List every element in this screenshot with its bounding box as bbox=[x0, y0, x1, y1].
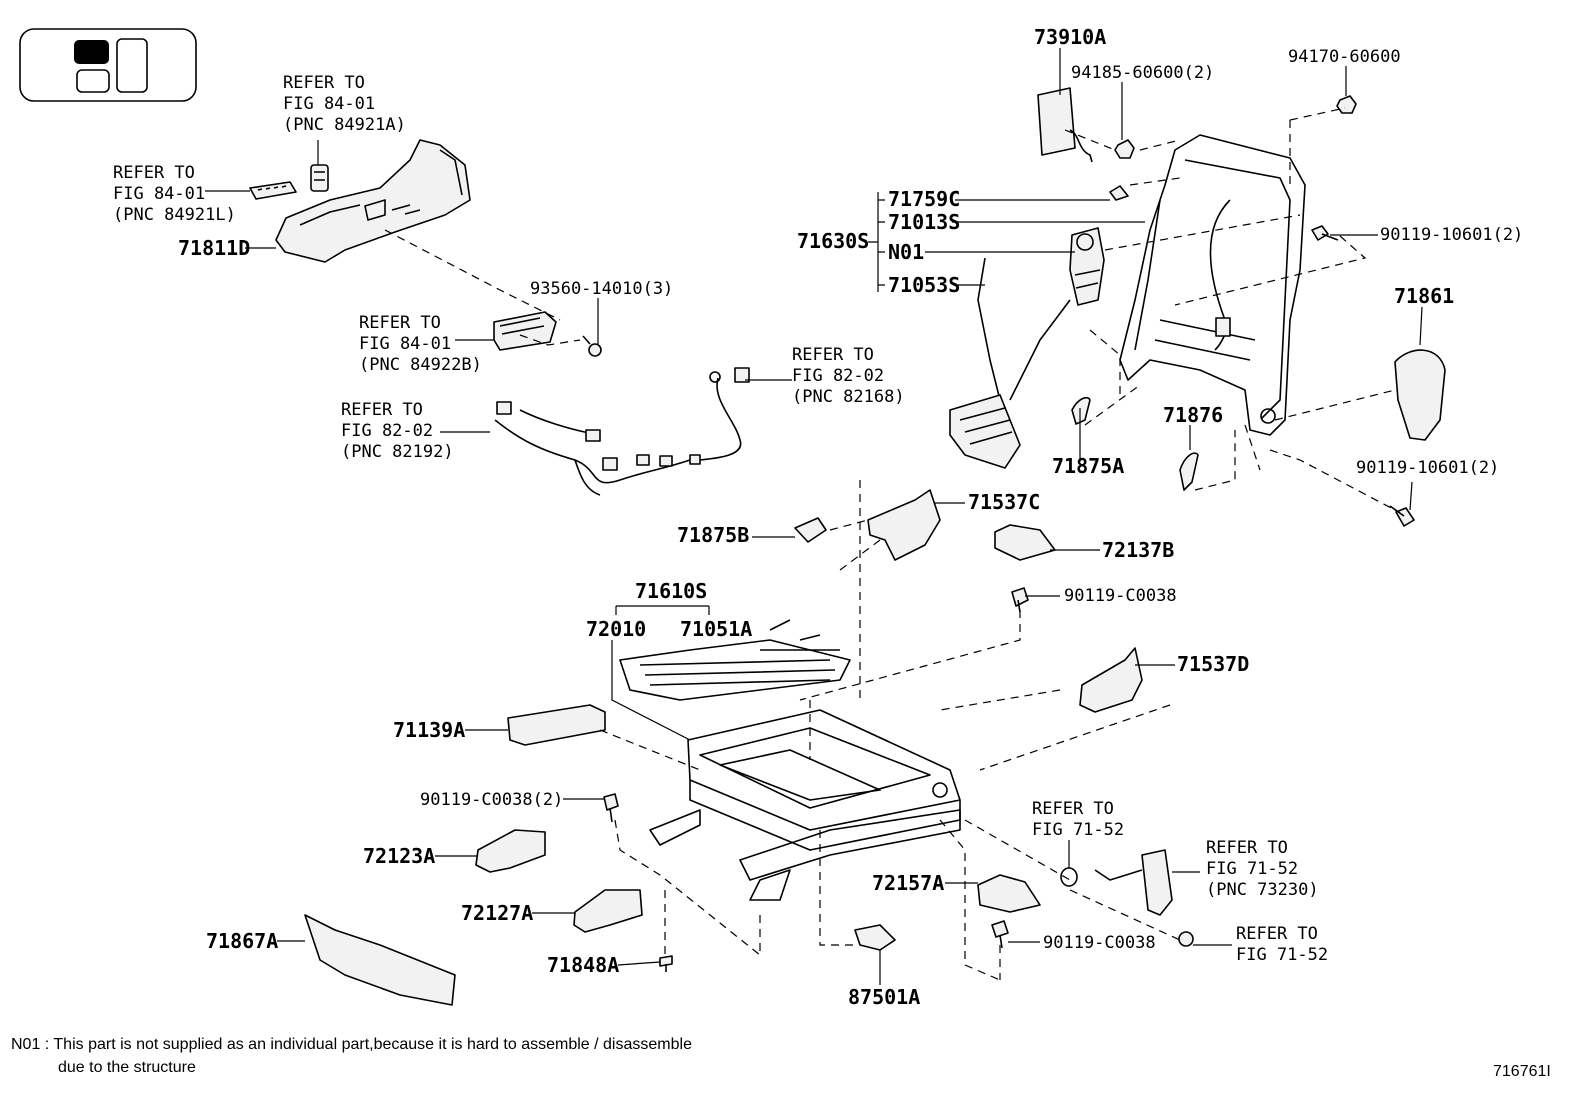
side-shield-71811D bbox=[275, 139, 471, 263]
label-90119-C0038-r: 90119-C0038 bbox=[1064, 586, 1177, 606]
label-87501A: 87501A bbox=[848, 985, 920, 1009]
refer-73230: REFER TO FIG 71-52 (PNC 73230) bbox=[1206, 838, 1319, 900]
label-71875A: 71875A bbox=[1052, 454, 1124, 478]
figure-number: 716761I bbox=[1493, 1063, 1551, 1080]
label-90119-C0038-2: 90119-C0038(2) bbox=[420, 790, 563, 810]
cover-71537D bbox=[1079, 647, 1143, 713]
label-71848A: 71848A bbox=[547, 953, 619, 977]
label-72137B: 72137B bbox=[1102, 538, 1174, 562]
seat-position-icon bbox=[19, 28, 197, 102]
refer-82168: REFER TO FIG 82-02 (PNC 82168) bbox=[792, 345, 905, 407]
cover-71876 bbox=[1179, 452, 1199, 491]
leader-lines bbox=[205, 48, 1423, 985]
washer-71-52 bbox=[1060, 867, 1078, 887]
refer-71-52-nut: REFER TO FIG 71-52 bbox=[1236, 924, 1328, 965]
wire-harness-82168 bbox=[689, 367, 750, 465]
bolt-90119-C0038-2 bbox=[603, 793, 619, 823]
cover-71867A bbox=[304, 914, 456, 1006]
refer-blocks: REFER TO FIG 84-01 (PNC 84921A) REFER TO… bbox=[113, 73, 1328, 965]
nut-94185 bbox=[1114, 139, 1135, 159]
cover-71139A bbox=[507, 704, 606, 746]
bolt-90119-C0038-b bbox=[991, 920, 1009, 949]
cover-71861 bbox=[1394, 349, 1446, 441]
refer-82192: REFER TO FIG 82-02 (PNC 82192) bbox=[341, 400, 454, 462]
label-71867A: 71867A bbox=[206, 929, 278, 953]
refer-71-52-washer: REFER TO FIG 71-52 bbox=[1032, 799, 1124, 840]
switch-84922B bbox=[493, 311, 557, 351]
switch-84921A bbox=[310, 164, 329, 192]
label-90119-10601-bot: 90119-10601(2) bbox=[1356, 458, 1499, 478]
refer-84922B: REFER TO FIG 84-01 (PNC 84922B) bbox=[359, 313, 482, 375]
label-72123A: 72123A bbox=[363, 844, 435, 868]
clip-71759C bbox=[1109, 185, 1129, 201]
part-labels: 73910A 94185-60600(2) 94170-60600 71759C… bbox=[178, 25, 1523, 1009]
seat-track-frame bbox=[649, 709, 961, 901]
label-94170-60600: 94170-60600 bbox=[1288, 47, 1401, 67]
cover-71875B bbox=[794, 517, 827, 543]
label-N01: N01 bbox=[888, 240, 924, 264]
cover-71875A bbox=[1071, 396, 1091, 425]
wire-harness-82192 bbox=[494, 401, 691, 496]
label-90119-C0038-b: 90119-C0038 bbox=[1043, 933, 1156, 953]
cover-72137B bbox=[994, 524, 1056, 561]
bolt-90119-C0038-r bbox=[1011, 587, 1029, 613]
seatback-frame bbox=[1119, 134, 1306, 436]
pad-73910A bbox=[1037, 87, 1093, 163]
buckle-73230 bbox=[1094, 849, 1173, 916]
nut-94170 bbox=[1336, 95, 1357, 114]
footnote-line-1: N01 : This part is not supplied as an in… bbox=[11, 1036, 692, 1053]
label-71759C: 71759C bbox=[888, 187, 960, 211]
refer-84921L: REFER TO FIG 84-01 (PNC 84921L) bbox=[113, 163, 236, 225]
label-71013S: 71013S bbox=[888, 210, 960, 234]
label-72010: 72010 bbox=[586, 617, 646, 641]
label-71139A: 71139A bbox=[393, 718, 465, 742]
cover-71537C bbox=[867, 489, 941, 561]
bolt-90119-10601-bot bbox=[1389, 505, 1415, 527]
screw-93560 bbox=[582, 335, 602, 357]
label-93560-14010: 93560-14010(3) bbox=[530, 279, 673, 299]
bolt-90119-10601-top bbox=[1311, 225, 1339, 241]
label-71861: 71861 bbox=[1394, 284, 1454, 308]
footnote-line-2: due to the structure bbox=[58, 1059, 196, 1076]
label-71051A: 71051A bbox=[680, 617, 752, 641]
label-94185-60600: 94185-60600(2) bbox=[1071, 63, 1214, 83]
label-71537D: 71537D bbox=[1177, 652, 1249, 676]
cover-72127A bbox=[573, 889, 643, 933]
cover-72157A bbox=[977, 874, 1041, 913]
sensor-87501A bbox=[854, 924, 896, 951]
switch-84921L bbox=[249, 181, 297, 200]
refer-84921A: REFER TO FIG 84-01 (PNC 84921A) bbox=[283, 73, 406, 135]
label-71875B: 71875B bbox=[677, 523, 749, 547]
screw-71848A bbox=[659, 955, 673, 972]
cable-71053S bbox=[949, 257, 1071, 469]
label-71053S: 71053S bbox=[888, 273, 960, 297]
label-72157A: 72157A bbox=[872, 871, 944, 895]
label-71630S: 71630S bbox=[797, 229, 869, 253]
label-73910A: 73910A bbox=[1034, 25, 1106, 49]
spring-72010 bbox=[619, 619, 851, 701]
label-90119-10601-top: 90119-10601(2) bbox=[1380, 225, 1523, 245]
nut-71-52 bbox=[1178, 931, 1194, 947]
cover-72123A bbox=[475, 829, 546, 873]
label-72127A: 72127A bbox=[461, 901, 533, 925]
label-71537C: 71537C bbox=[968, 490, 1040, 514]
dashed-guides bbox=[384, 107, 1396, 981]
motor-N01 bbox=[1069, 227, 1105, 306]
label-71610S: 71610S bbox=[635, 579, 707, 603]
label-71876: 71876 bbox=[1163, 403, 1223, 427]
label-71811D: 71811D bbox=[178, 236, 250, 260]
